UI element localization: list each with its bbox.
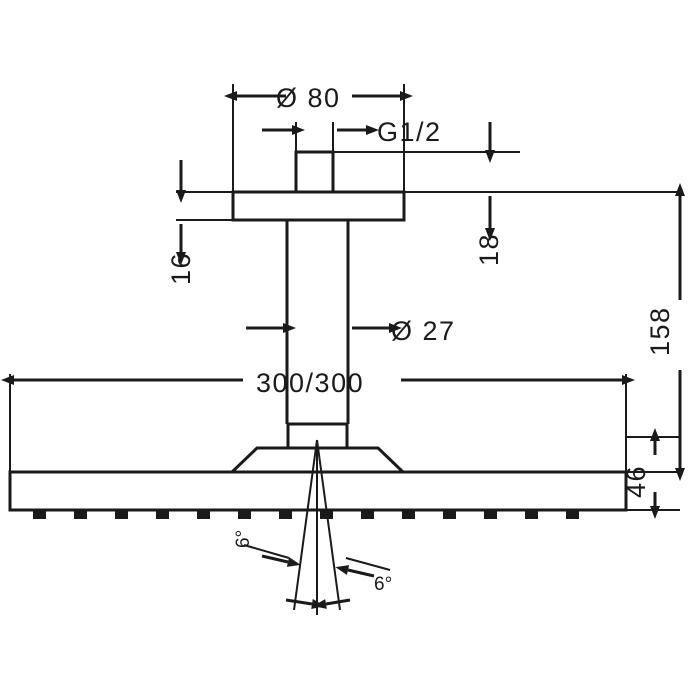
label-head-size: 300/300 xyxy=(256,368,364,398)
label-diameter-80: Ø 80 xyxy=(276,83,341,113)
ceiling-flange xyxy=(231,190,406,222)
label-head-height-46: 46 xyxy=(621,465,651,498)
label-offset-18: 18 xyxy=(474,233,504,266)
label-total-height-158: 158 xyxy=(645,306,675,356)
label-angle-right: 6° xyxy=(374,574,392,595)
label-thread-g12: G1/2 xyxy=(377,117,442,147)
ceiling-connector xyxy=(294,150,335,194)
label-angle-left: 6° xyxy=(233,530,254,548)
label-diameter-27: Ø 27 xyxy=(391,316,456,346)
spray-nozzle-row xyxy=(33,511,579,519)
extension-lines xyxy=(9,84,680,511)
dimension-arrows xyxy=(1,91,685,519)
label-flange-height-16: 16 xyxy=(166,252,196,285)
spray-angle-lines xyxy=(243,439,391,615)
